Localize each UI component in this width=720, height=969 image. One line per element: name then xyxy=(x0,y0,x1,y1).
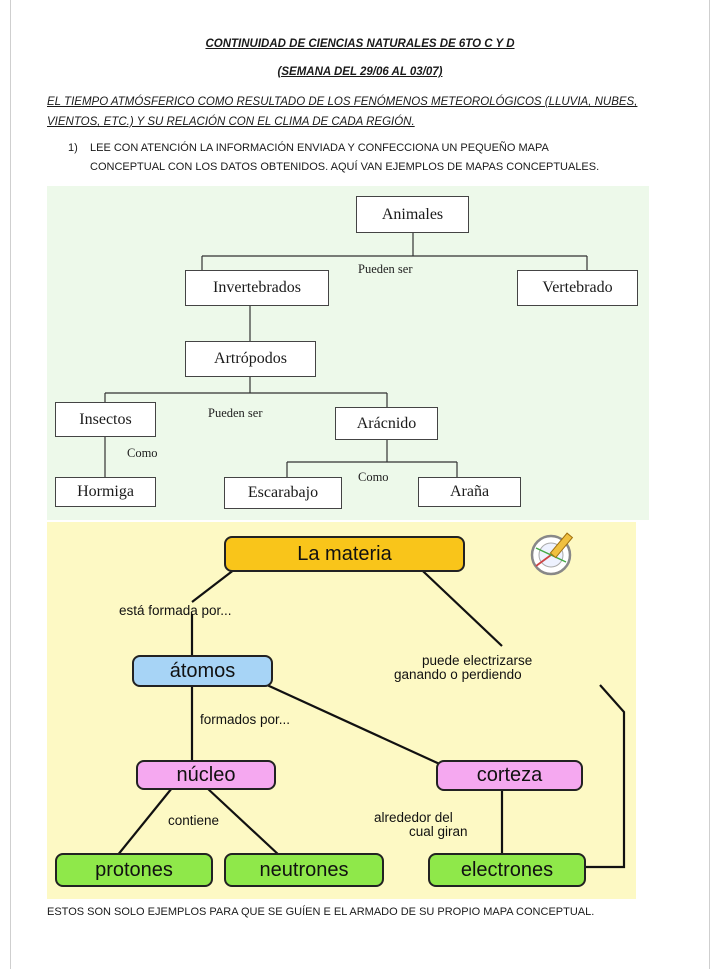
link-alrededor-2: cual giran xyxy=(409,824,468,839)
instruction-line-2: CONCEPTUAL CON LOS DATOS OBTENIDOS. AQUÍ… xyxy=(90,161,600,173)
node-corteza: corteza xyxy=(436,760,583,791)
node-la-materia: La materia xyxy=(224,536,465,572)
node-vertebrado: Vertebrado xyxy=(517,270,638,306)
instruction-line-1: LEE CON ATENCIÓN LA INFORMACIÓN ENVIADA … xyxy=(90,142,549,154)
node-protones: protones xyxy=(55,853,213,887)
topic-line-2: VIENTOS, ETC.) Y SU RELACIÓN CON EL CLIM… xyxy=(47,116,415,128)
link-formados: formados por... xyxy=(200,712,291,727)
node-hormiga: Hormiga xyxy=(55,477,156,507)
link-pueden-ser-2: Pueden ser xyxy=(208,406,263,420)
node-arana: Araña xyxy=(418,477,521,507)
topic-line-1: EL TIEMPO ATMÓSFERICO COMO RESULTADO DE … xyxy=(47,96,638,108)
node-nucleo: núcleo xyxy=(136,760,276,790)
footer-note: ESTOS SON SOLO EJEMPLOS PARA QUE SE GUÍE… xyxy=(47,906,595,918)
link-alrededor-1: alrededor del xyxy=(374,810,453,825)
document-title: CONTINUIDAD DE CIENCIAS NATURALES DE 6TO… xyxy=(205,38,515,50)
node-escarabajo: Escarabajo xyxy=(224,477,342,509)
node-aracnido: Arácnido xyxy=(335,407,438,440)
node-neutrones: neutrones xyxy=(224,853,384,887)
node-artropodos: Artrópodos xyxy=(185,341,316,377)
concept-map-materia: La materia está formada por... átomos pu… xyxy=(47,522,636,899)
page-margin-right xyxy=(709,0,710,969)
concept-map-animales: Animales Pueden ser Invertebrados Verteb… xyxy=(47,186,649,520)
link-esta-formada: está formada por... xyxy=(119,603,232,618)
link-contiene: contiene xyxy=(168,813,220,828)
node-electrones: electrones xyxy=(428,853,586,887)
week-range: (SEMANA DEL 29/06 AL 03/07) xyxy=(277,66,443,78)
animales-connectors xyxy=(104,233,588,478)
node-animales: Animales xyxy=(356,196,469,233)
link-como-2: Como xyxy=(358,470,389,484)
materia-connectors xyxy=(116,555,626,869)
page-margin-left xyxy=(10,0,11,969)
link-electrizarse-1: puede electrizarse xyxy=(422,653,533,668)
link-pueden-ser: Pueden ser xyxy=(358,262,413,276)
node-insectos: Insectos xyxy=(55,402,156,437)
compass-icon xyxy=(526,530,580,578)
link-electrizarse-2: ganando o perdiendo xyxy=(394,667,522,682)
node-atomos: átomos xyxy=(132,655,273,687)
link-como-1: Como xyxy=(127,446,158,460)
instruction-number: 1) xyxy=(68,142,78,154)
node-invertebrados: Invertebrados xyxy=(185,270,329,306)
